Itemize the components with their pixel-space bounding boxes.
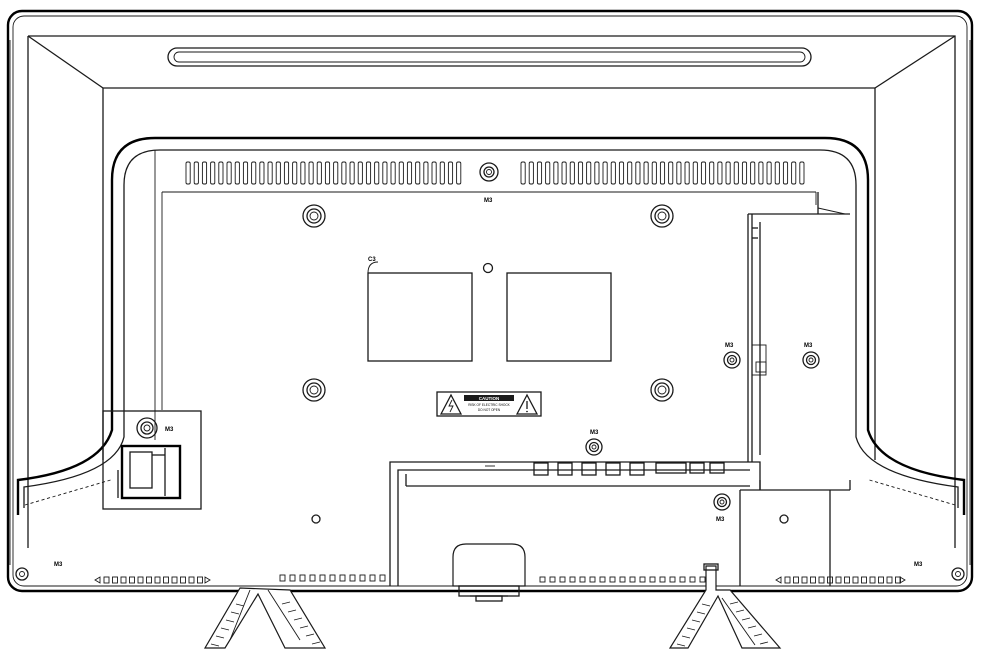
center-stand-block [452, 543, 526, 602]
vent-grille-left [185, 161, 462, 185]
stand-foot-left [203, 587, 327, 649]
corner-screw-left: M3 [15, 562, 63, 581]
label-area-left [367, 272, 473, 362]
vesa-screw-top-left [302, 204, 326, 228]
bottom-connector-bay [389, 461, 761, 586]
vesa-screw-top-right [650, 204, 674, 228]
corner-right-label: M3 [914, 562, 923, 568]
lower-hole-left [311, 514, 321, 524]
rear-housing [16, 136, 966, 515]
vesa-screw-bottom-left [302, 378, 326, 402]
caution-line2: DO NOT OPEN [478, 408, 501, 412]
callout-c3: C3 [367, 257, 379, 274]
caution-title: CAUTION [479, 396, 500, 401]
vesa-screw-bottom-right [650, 378, 674, 402]
caution-label: CAUTION RISK OF ELECTRIC SHOCK DO NOT OP… [436, 391, 542, 417]
label-area-right [506, 272, 612, 362]
bevel-frame [27, 35, 956, 548]
lower-vent-dashes [24, 479, 956, 583]
screw-lower-label: M3 [716, 517, 725, 523]
screw-center-label: M3 [590, 430, 599, 436]
top-vent-slot [167, 47, 812, 67]
alignment-hole [482, 262, 494, 274]
lower-hole-right [779, 514, 789, 524]
stand-foot-right [668, 563, 782, 649]
screw-top-center: M3 [479, 162, 499, 204]
screw-right-b: M3 [802, 343, 820, 369]
corner-left-label: M3 [54, 562, 63, 568]
screw-right-a: M3 [723, 343, 741, 369]
screw-left-panel-label: M3 [165, 427, 174, 433]
screw-lower: M3 [713, 493, 731, 523]
vesa-mount-screws [302, 204, 674, 402]
vent-grille-right [520, 161, 805, 185]
screw-center: M3 [585, 430, 603, 456]
side-io-panel [747, 192, 850, 462]
bottom-ports [533, 462, 725, 476]
screw-right-b-label: M3 [804, 343, 813, 349]
screw-right-a-label: M3 [725, 343, 734, 349]
corner-screw-right: M3 [914, 562, 965, 581]
caution-line1: RISK OF ELECTRIC SHOCK [468, 403, 510, 407]
outer-bezel [6, 9, 974, 593]
power-panel: M3 [102, 410, 202, 510]
bottom-marker-row-right [775, 576, 906, 584]
power-socket [120, 444, 182, 500]
screw-top-label: M3 [484, 198, 493, 204]
callout-c3-label: C3 [368, 257, 376, 263]
bottom-marker-row-left [94, 576, 211, 584]
